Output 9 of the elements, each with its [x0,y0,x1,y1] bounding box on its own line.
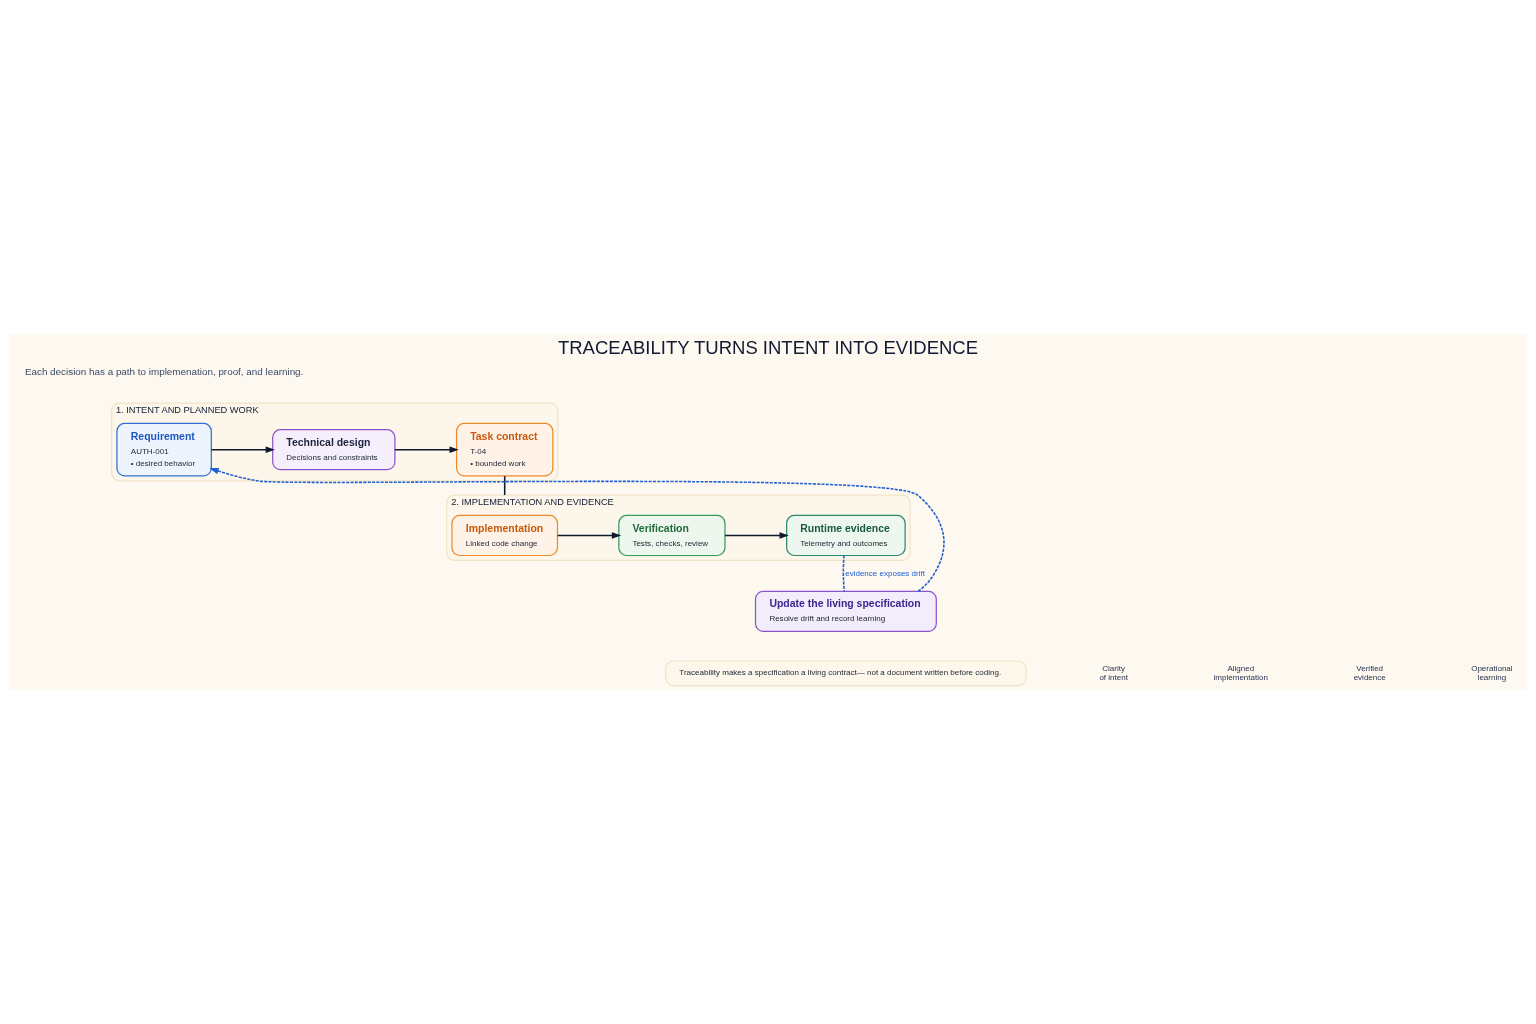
arrow [210,446,275,453]
diagram-title: TRACEABILITY TURNS INTENT INTO EVIDENCE [557,336,979,358]
arrow [209,467,945,592]
arrow [556,532,622,539]
arrow [724,532,789,539]
arrow [394,446,459,453]
label: Each decision has a path to implemenation, proof, and learning. [24,366,304,378]
connector [503,475,506,496]
connector [842,554,845,592]
